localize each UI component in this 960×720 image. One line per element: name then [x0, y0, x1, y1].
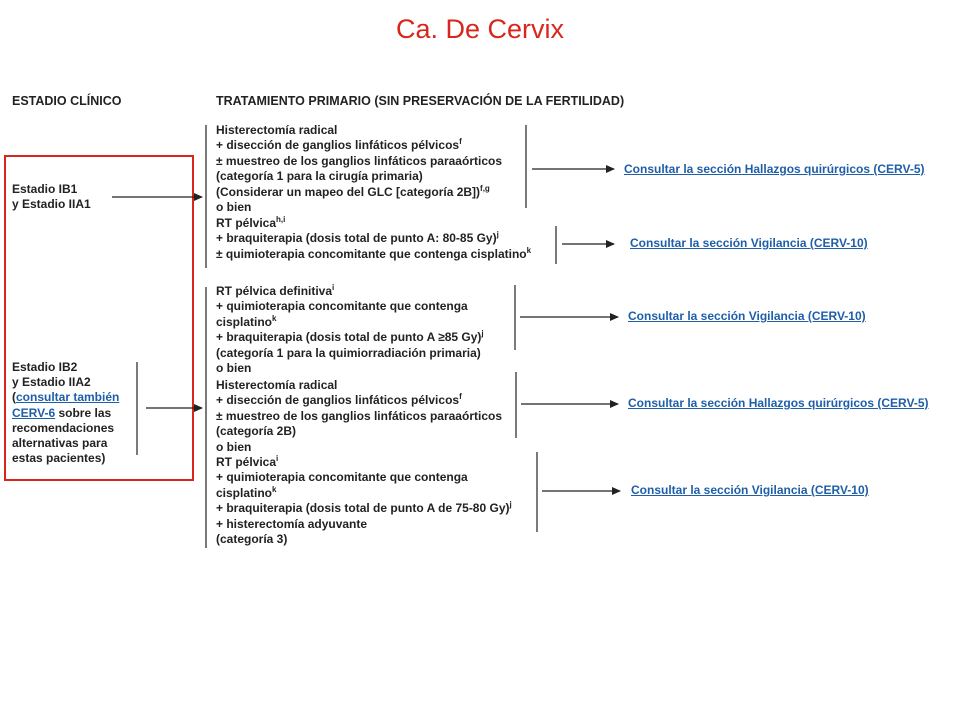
treatment-line-text: o bien: [216, 200, 252, 215]
treatment-line-text: + disección de ganglios linfáticos pélvi…: [216, 393, 460, 408]
footnote-marker: j: [509, 500, 512, 510]
treatment-line-text: o bien: [216, 439, 252, 454]
treatment-line-text: ± muestreo de los ganglios linfáticos pa…: [216, 153, 502, 168]
stage-ib1-line2: y Estadio IIA1: [12, 197, 91, 212]
treatment-line: + braquiterapia (dosis total de punto A …: [216, 501, 512, 516]
stage-column-header: ESTADIO CLÍNICO: [12, 94, 122, 108]
treatment-line-text: + quimioterapia concomitante que conteng…: [216, 299, 468, 314]
treatment-line: ± muestreo de los ganglios linfáticos pa…: [216, 154, 502, 169]
footnote-marker: j: [496, 230, 499, 240]
treatment-line: ± quimioterapia concomitante que conteng…: [216, 245, 532, 262]
treatment-line: + disección de ganglios linfáticos pélvi…: [216, 393, 502, 408]
treatment-line-text: o bien: [216, 361, 252, 376]
treatment-line: Histerectomía radical: [216, 123, 502, 138]
stage-ib2-line6: alternativas para: [12, 436, 108, 451]
treatment-line-text: RT pélvica definitiva: [216, 284, 333, 298]
stage-highlight-box: [4, 155, 194, 481]
treatment-line-text: ± quimioterapia concomitante que conteng…: [216, 246, 527, 261]
treatment-line: o bien: [216, 361, 484, 376]
footnote-marker: f: [459, 137, 462, 147]
stage-ib2-line2: y Estadio IIA2: [12, 375, 91, 390]
treatment-line: o bien: [216, 440, 502, 455]
footnote-marker: j: [481, 329, 484, 339]
stage-ib2-label: Estadio IB2 y Estadio IIA2 (consultar ta…: [12, 360, 119, 466]
treatment-line: RT pélvicai: [216, 455, 512, 470]
treatment-line-text: (Considerar un mapeo del GLC [categoría …: [216, 184, 481, 199]
footnote-marker: i: [332, 283, 335, 292]
cerv6-link-part1[interactable]: consultar también: [16, 390, 120, 405]
footnote-marker: k: [526, 245, 532, 255]
treatment-line: + quimioterapia concomitante que conteng…: [216, 299, 484, 314]
treatment-block-rt-1: RT pélvicah,i+ braquiterapia (dosis tota…: [216, 216, 531, 262]
stage-ib1-line1: Estadio IB1: [12, 182, 78, 196]
link-surveillance-cerv10-2[interactable]: Consultar la sección Vigilancia (CERV-10…: [628, 309, 866, 323]
footnote-marker: i: [276, 454, 279, 463]
treatment-line: (categoría 2B): [216, 424, 502, 439]
treatment-line-text: Histerectomía radical: [216, 123, 338, 137]
treatment-line-text: RT pélvica: [216, 455, 277, 469]
treatment-line-text: cisplatino: [216, 485, 273, 500]
treatment-line-text: RT pélvica: [216, 216, 277, 230]
treatment-line: RT pélvicah,i: [216, 216, 531, 231]
footnote-marker: f,g: [480, 183, 490, 193]
treatment-line-text: (categoría 1 para la quimiorradiación pr…: [216, 345, 481, 360]
footnote-marker: k: [272, 484, 277, 494]
treatment-line: + histerectomía adyuvante: [216, 517, 512, 532]
treatment-line-text: + braquiterapia (dosis total de punto A:…: [216, 231, 497, 246]
cerv6-link[interactable]: CERV-6: [12, 405, 56, 420]
footnote-marker: f: [459, 392, 462, 402]
page-title: Ca. De Cervix: [395, 14, 565, 44]
link-surveillance-cerv10-3[interactable]: Consultar la sección Vigilancia (CERV-10…: [631, 483, 869, 497]
treatment-block-surgery-2: Histerectomía radical+ disección de gang…: [216, 378, 502, 455]
treatment-line: + disección de ganglios linfáticos pélvi…: [216, 138, 502, 153]
stage-ib2-paren: (: [12, 390, 16, 405]
treatment-line: (Considerar un mapeo del GLC [categoría …: [216, 183, 502, 200]
treatment-line-text: + braquiterapia (dosis total de punto A …: [216, 501, 510, 516]
treatment-line-text: (categoría 2B): [216, 424, 297, 439]
treatment-line-text: (categoría 1 para la cirugía primaria): [216, 169, 423, 184]
treatment-line: + braquiterapia (dosis total de punto A …: [216, 330, 484, 345]
treatment-line: o bien: [216, 200, 502, 215]
treatment-line: (categoría 1 para la quimiorradiación pr…: [216, 346, 484, 361]
stage-ib2-line7: estas pacientes): [12, 451, 106, 466]
treatment-line-text: ± muestreo de los ganglios linfáticos pa…: [216, 408, 502, 423]
treatment-line: cisplatinok: [216, 313, 484, 330]
treatment-block-surgery-1: Histerectomía radical+ disección de gang…: [216, 123, 502, 215]
treatment-line-text: cisplatino: [216, 314, 273, 329]
treatment-line: (categoría 3): [216, 532, 512, 547]
treatment-column-header: TRATAMIENTO PRIMARIO (SIN PRESERVACIÓN D…: [216, 94, 625, 108]
footnote-marker: h,i: [276, 215, 286, 224]
stage-ib2-line5: recomendaciones: [12, 420, 115, 435]
treatment-line: + quimioterapia concomitante que conteng…: [216, 470, 512, 485]
link-surgical-findings-cerv5-1[interactable]: Consultar la sección Hallazgos quirúrgic…: [624, 162, 925, 176]
stage-ib2-after-link: sobre las: [55, 405, 112, 420]
footnote-marker: k: [272, 313, 277, 323]
treatment-line: RT pélvica definitivai: [216, 284, 484, 299]
treatment-line-text: + histerectomía adyuvante: [216, 516, 368, 531]
treatment-block-rt-2: RT pélvicai+ quimioterapia concomitante …: [216, 455, 512, 547]
treatment-line: cisplatinok: [216, 484, 512, 501]
treatment-line: (categoría 1 para la cirugía primaria): [216, 169, 502, 184]
treatment-line: Histerectomía radical: [216, 378, 502, 393]
treatment-line: ± muestreo de los ganglios linfáticos pa…: [216, 409, 502, 424]
link-surgical-findings-cerv5-2[interactable]: Consultar la sección Hallazgos quirúrgic…: [628, 396, 929, 410]
link-surveillance-cerv10-1[interactable]: Consultar la sección Vigilancia (CERV-10…: [630, 236, 868, 250]
treatment-line-text: + disección de ganglios linfáticos pélvi…: [216, 138, 460, 153]
treatment-line: + braquiterapia (dosis total de punto A:…: [216, 231, 531, 246]
stage-ib2-line1: Estadio IB2: [12, 360, 78, 374]
treatment-line-text: + quimioterapia concomitante que conteng…: [216, 470, 468, 485]
treatment-line-text: Histerectomía radical: [216, 378, 338, 392]
stage-ib1-label: Estadio IB1 y Estadio IIA1: [12, 182, 91, 212]
treatment-line-text: (categoría 3): [216, 532, 288, 547]
treatment-line-text: + braquiterapia (dosis total de punto A …: [216, 330, 482, 345]
treatment-block-rt-definitive: RT pélvica definitivai+ quimioterapia co…: [216, 284, 484, 376]
